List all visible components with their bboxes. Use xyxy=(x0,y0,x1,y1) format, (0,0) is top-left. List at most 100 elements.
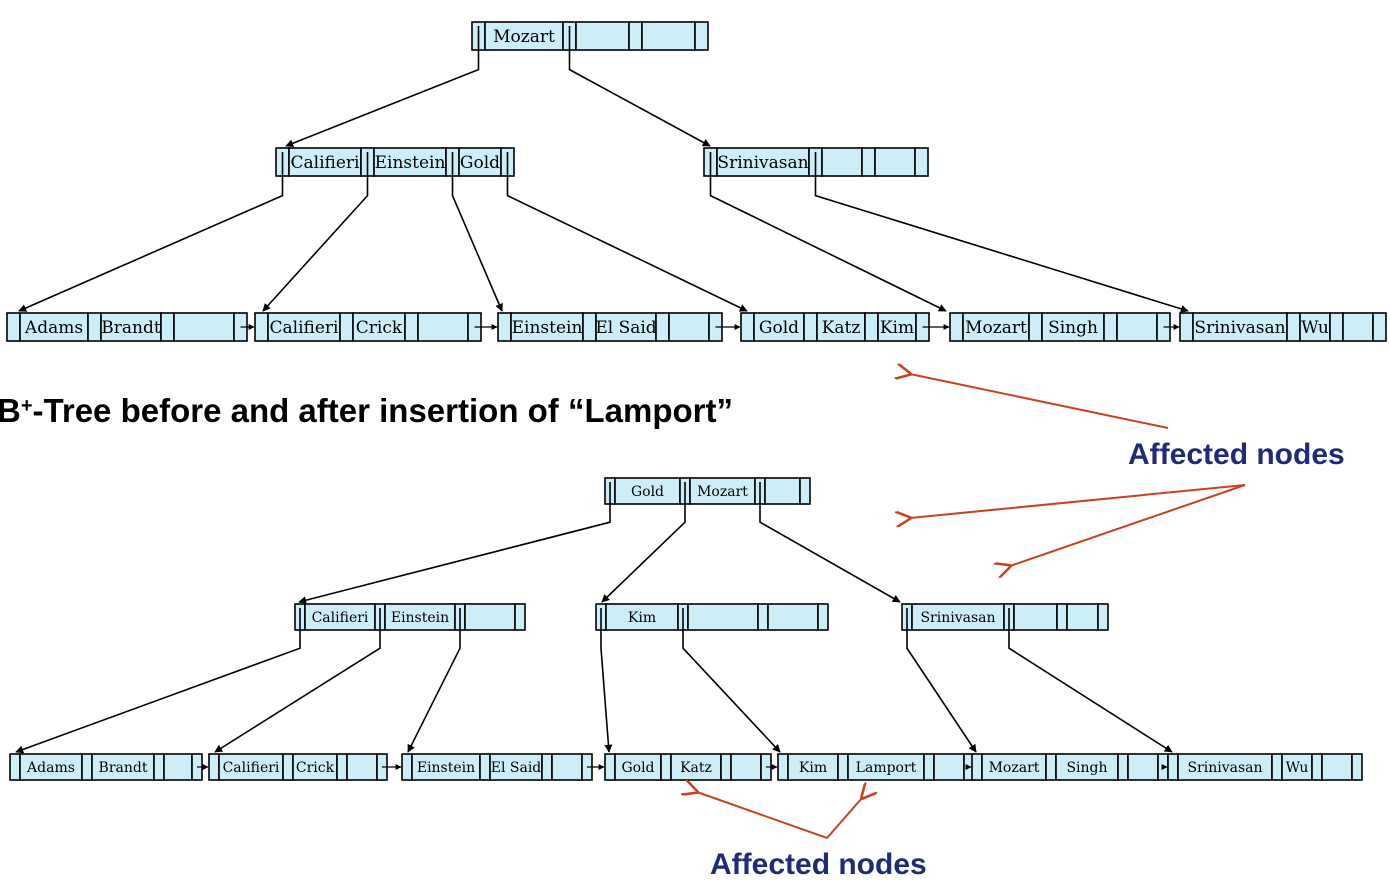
pointer-cell xyxy=(497,312,512,342)
affected-arrow-bottom-leaves xyxy=(697,792,862,840)
key-cell xyxy=(267,312,341,342)
pointer-cell xyxy=(777,753,789,781)
after-tree-edge xyxy=(759,482,901,603)
pointer-cell xyxy=(541,753,553,781)
key-cell xyxy=(687,603,759,631)
key-label: Singh xyxy=(1048,318,1098,338)
pointer-cell xyxy=(81,753,93,781)
key-cell xyxy=(641,21,696,51)
key-cell xyxy=(1055,753,1119,781)
before-tree-edge xyxy=(814,152,1189,313)
affected-arrow-internal xyxy=(1010,484,1246,566)
key-cell xyxy=(614,477,681,505)
pointer-cell xyxy=(404,312,419,342)
pointer-cell xyxy=(160,312,175,342)
key-label: Srinivasan xyxy=(717,153,808,173)
key-label: Crick xyxy=(296,760,335,776)
after-tree-edge xyxy=(600,608,613,753)
pointer-cell xyxy=(479,753,491,781)
key-cell xyxy=(484,21,564,51)
pointer-cell xyxy=(914,147,929,177)
pointer-cell xyxy=(1097,603,1109,631)
after-tree-edge xyxy=(15,608,301,754)
key-label: Einstein xyxy=(375,153,446,173)
pointer-cell xyxy=(336,753,348,781)
before-tree-edge xyxy=(506,152,748,312)
pointer-cell xyxy=(837,753,849,781)
before-tree-edge xyxy=(285,26,480,148)
key-label: Mozart xyxy=(493,27,555,47)
key-label: Singh xyxy=(1066,760,1107,776)
before-tree-edge xyxy=(709,152,947,312)
key-cell xyxy=(1127,753,1159,781)
key-cell xyxy=(489,753,543,781)
key-cell xyxy=(288,147,362,177)
key-cell xyxy=(1066,603,1099,631)
affected-nodes-arrows xyxy=(697,374,1246,840)
pointer-cell xyxy=(401,753,413,781)
key-cell xyxy=(877,312,917,342)
pointer-cell xyxy=(208,753,220,781)
key-label: Kim xyxy=(799,760,827,776)
key-label: Adams xyxy=(26,760,75,776)
key-cell xyxy=(510,312,584,342)
after-leaf-node: Kim Lamport xyxy=(777,753,975,781)
key-label: Mozart xyxy=(965,318,1027,338)
key-label: Wu xyxy=(1286,760,1309,776)
pointer-cell xyxy=(9,753,21,781)
pointer-cell xyxy=(803,312,818,342)
pointer-cell xyxy=(1056,603,1068,631)
key-label: Lamport xyxy=(856,760,917,776)
pointer-cell xyxy=(1103,312,1118,342)
affected-nodes-label-bottom: Affected nodes xyxy=(710,848,927,881)
key-label: Califieri xyxy=(270,318,340,338)
after-leaf-node: Califieri Crick xyxy=(208,753,388,781)
key-label: Gold xyxy=(621,760,654,776)
pointer-cell xyxy=(1179,312,1194,342)
pointer-cell xyxy=(660,753,672,781)
key-cell xyxy=(764,477,801,505)
after-tree-edge xyxy=(214,608,381,753)
key-cell xyxy=(1342,312,1374,342)
pointer-cell xyxy=(604,753,616,781)
key-cell xyxy=(464,603,516,631)
key-cell xyxy=(411,753,481,781)
key-cell xyxy=(767,603,819,631)
key-label: Srinivasan xyxy=(1187,760,1262,776)
key-cell xyxy=(1192,312,1288,342)
key-cell xyxy=(551,753,583,781)
pointer-cell xyxy=(1286,312,1301,342)
key-cell xyxy=(458,147,502,177)
after-tree-edge xyxy=(407,608,461,753)
key-cell xyxy=(821,147,863,177)
before-tree-edge xyxy=(451,152,503,312)
key-label: El Said xyxy=(491,760,542,776)
key-label: Mozart xyxy=(989,760,1040,776)
before-tree-edge xyxy=(262,152,369,312)
key-label: Katz xyxy=(822,318,861,338)
before-tree-edge xyxy=(18,152,284,312)
pointer-cell xyxy=(6,312,21,342)
pointer-cell xyxy=(1329,312,1344,342)
pointer-cell xyxy=(949,312,964,342)
after-tree-edge xyxy=(298,482,611,605)
key-cell xyxy=(417,312,469,342)
after-tree-edge xyxy=(1008,608,1173,753)
before-tree-edge xyxy=(568,26,711,147)
key-cell xyxy=(730,753,762,781)
pointer-cell xyxy=(514,603,526,631)
key-label: Califieri xyxy=(223,760,280,776)
pointer-cell xyxy=(1271,753,1283,781)
key-cell xyxy=(575,21,630,51)
key-cell xyxy=(787,753,839,781)
key-cell xyxy=(1013,603,1058,631)
after-tree-edge xyxy=(906,608,977,753)
pointer-cell xyxy=(1311,753,1323,781)
key-cell xyxy=(346,753,378,781)
pointer-cell xyxy=(582,312,597,342)
